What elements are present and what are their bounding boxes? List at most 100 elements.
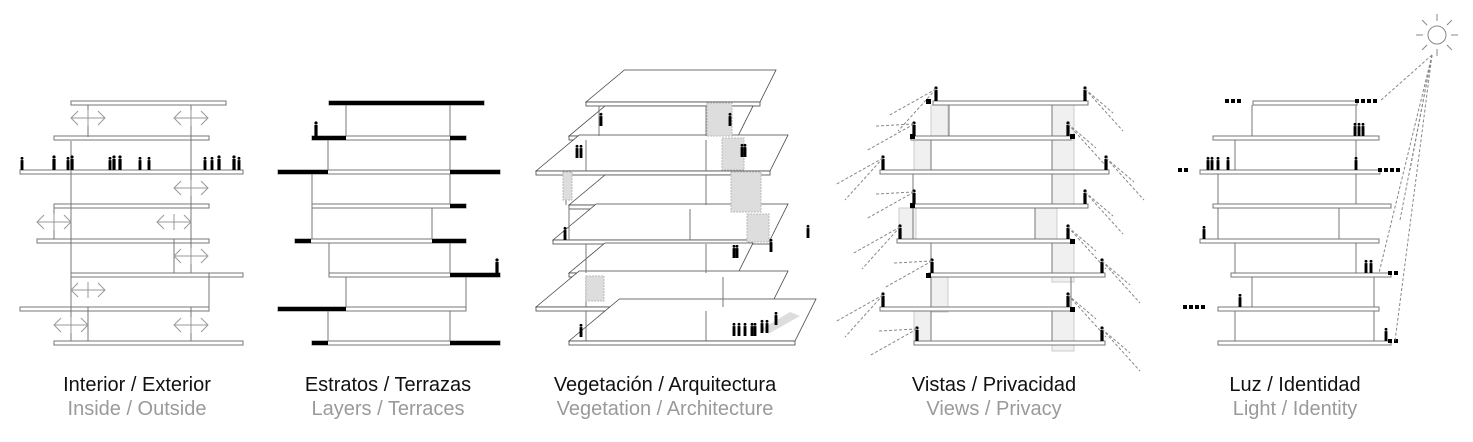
floor-slab-top [567, 242, 754, 274]
vegetation-patch [562, 171, 573, 201]
view-line [834, 294, 884, 323]
person-head [147, 156, 151, 160]
terrace-band [450, 341, 500, 345]
diagram-views-privacy [834, 86, 1145, 372]
view-line [1084, 191, 1124, 235]
double-arrow-icon [173, 317, 209, 333]
person-head [1369, 259, 1373, 263]
privacy-marker [926, 99, 931, 104]
light-marker-square [1355, 99, 1359, 103]
person-silhouette [732, 326, 736, 336]
person-head [579, 323, 583, 327]
person-head [743, 322, 747, 326]
person-head [750, 322, 754, 326]
view-line [865, 191, 915, 220]
sun-icon [1427, 25, 1447, 45]
person-head [563, 226, 567, 230]
person-head [1100, 258, 1104, 262]
person-silhouette [232, 159, 236, 170]
view-line [868, 328, 918, 357]
person-head [579, 144, 583, 148]
floor-slab [1230, 272, 1392, 278]
floor-slab [928, 272, 1106, 278]
person-head [881, 155, 885, 159]
person-silhouette [912, 193, 916, 204]
person-silhouette [495, 262, 499, 273]
floor-slab [1217, 340, 1392, 346]
panel-caption-light-identity: Luz / Identidad Light / Identity [1145, 373, 1445, 421]
floor-slab [1212, 203, 1392, 209]
light-marker-square [1373, 99, 1377, 103]
person-silhouette [912, 125, 916, 136]
light-marker-square [1378, 168, 1382, 172]
double-arrow-icon [173, 110, 209, 126]
person-silhouette [1066, 228, 1070, 239]
privacy-hatch [930, 104, 949, 141]
view-line [1105, 157, 1135, 183]
sunlight-line [1378, 54, 1433, 274]
person-silhouette [1066, 125, 1070, 136]
person-silhouette [735, 248, 739, 258]
view-line [1067, 294, 1097, 320]
person-silhouette [753, 326, 757, 336]
person-head [108, 156, 112, 160]
privacy-hatch [1051, 173, 1075, 209]
privacy-marker [910, 134, 915, 139]
person-silhouette [728, 116, 732, 126]
light-marker-square [1390, 168, 1394, 172]
terrace-band [450, 204, 466, 208]
view-line [893, 260, 933, 264]
floor-slab [311, 203, 467, 209]
person-head [735, 244, 739, 248]
view-line [1084, 191, 1114, 217]
arrow-head [53, 317, 62, 333]
person-head [934, 86, 938, 90]
arrow-head [97, 282, 106, 298]
person-head [881, 292, 885, 296]
light-marker-square [1384, 168, 1388, 172]
panel-caption-interior-exterior: Interior / Exterior Inside / Outside [0, 373, 287, 421]
caption-spanish: Vistas / Privacidad [911, 374, 1077, 396]
person-silhouette [70, 159, 74, 170]
person-silhouette [915, 330, 919, 341]
person-head [52, 155, 56, 159]
person-head [599, 112, 603, 116]
person-silhouette [563, 230, 567, 240]
person-head [237, 156, 241, 160]
view-line [1067, 226, 1097, 252]
person-head [575, 144, 579, 148]
view-line [1067, 123, 1107, 167]
floor-slab [1199, 238, 1380, 244]
terrace-band [329, 101, 484, 105]
person-silhouette [1104, 159, 1108, 170]
person-head [210, 156, 214, 160]
view-line [878, 328, 918, 332]
person-head [737, 322, 741, 326]
light-marker-square [1388, 271, 1392, 275]
person-silhouette [1206, 160, 1210, 170]
panel-caption-layers-terraces: Estratos / Terrazas Layers / Terraces [238, 373, 538, 421]
light-marker-square [1231, 99, 1235, 103]
person-silhouette [743, 147, 747, 157]
arrow-head [70, 110, 79, 126]
caption-spanish: Interior / Exterior [63, 374, 211, 396]
light-marker-square [1195, 305, 1199, 309]
double-arrow-icon [70, 282, 106, 298]
floor-slab [53, 203, 210, 209]
person-head [1216, 156, 1220, 160]
person-silhouette [108, 160, 112, 170]
person-silhouette [898, 228, 902, 239]
arrow-head [156, 214, 165, 230]
person-silhouette [930, 262, 934, 273]
sun-ray [1446, 19, 1453, 26]
person-head [1066, 224, 1070, 228]
person-silhouette [743, 326, 747, 336]
floor-slab [53, 340, 244, 346]
caption-english: Light / Identity [1232, 398, 1358, 420]
person-head [1364, 259, 1368, 263]
light-marker-square [1178, 168, 1182, 172]
view-line [851, 226, 901, 255]
person-head [20, 156, 24, 160]
person-head [732, 244, 736, 248]
person-head [774, 311, 778, 315]
